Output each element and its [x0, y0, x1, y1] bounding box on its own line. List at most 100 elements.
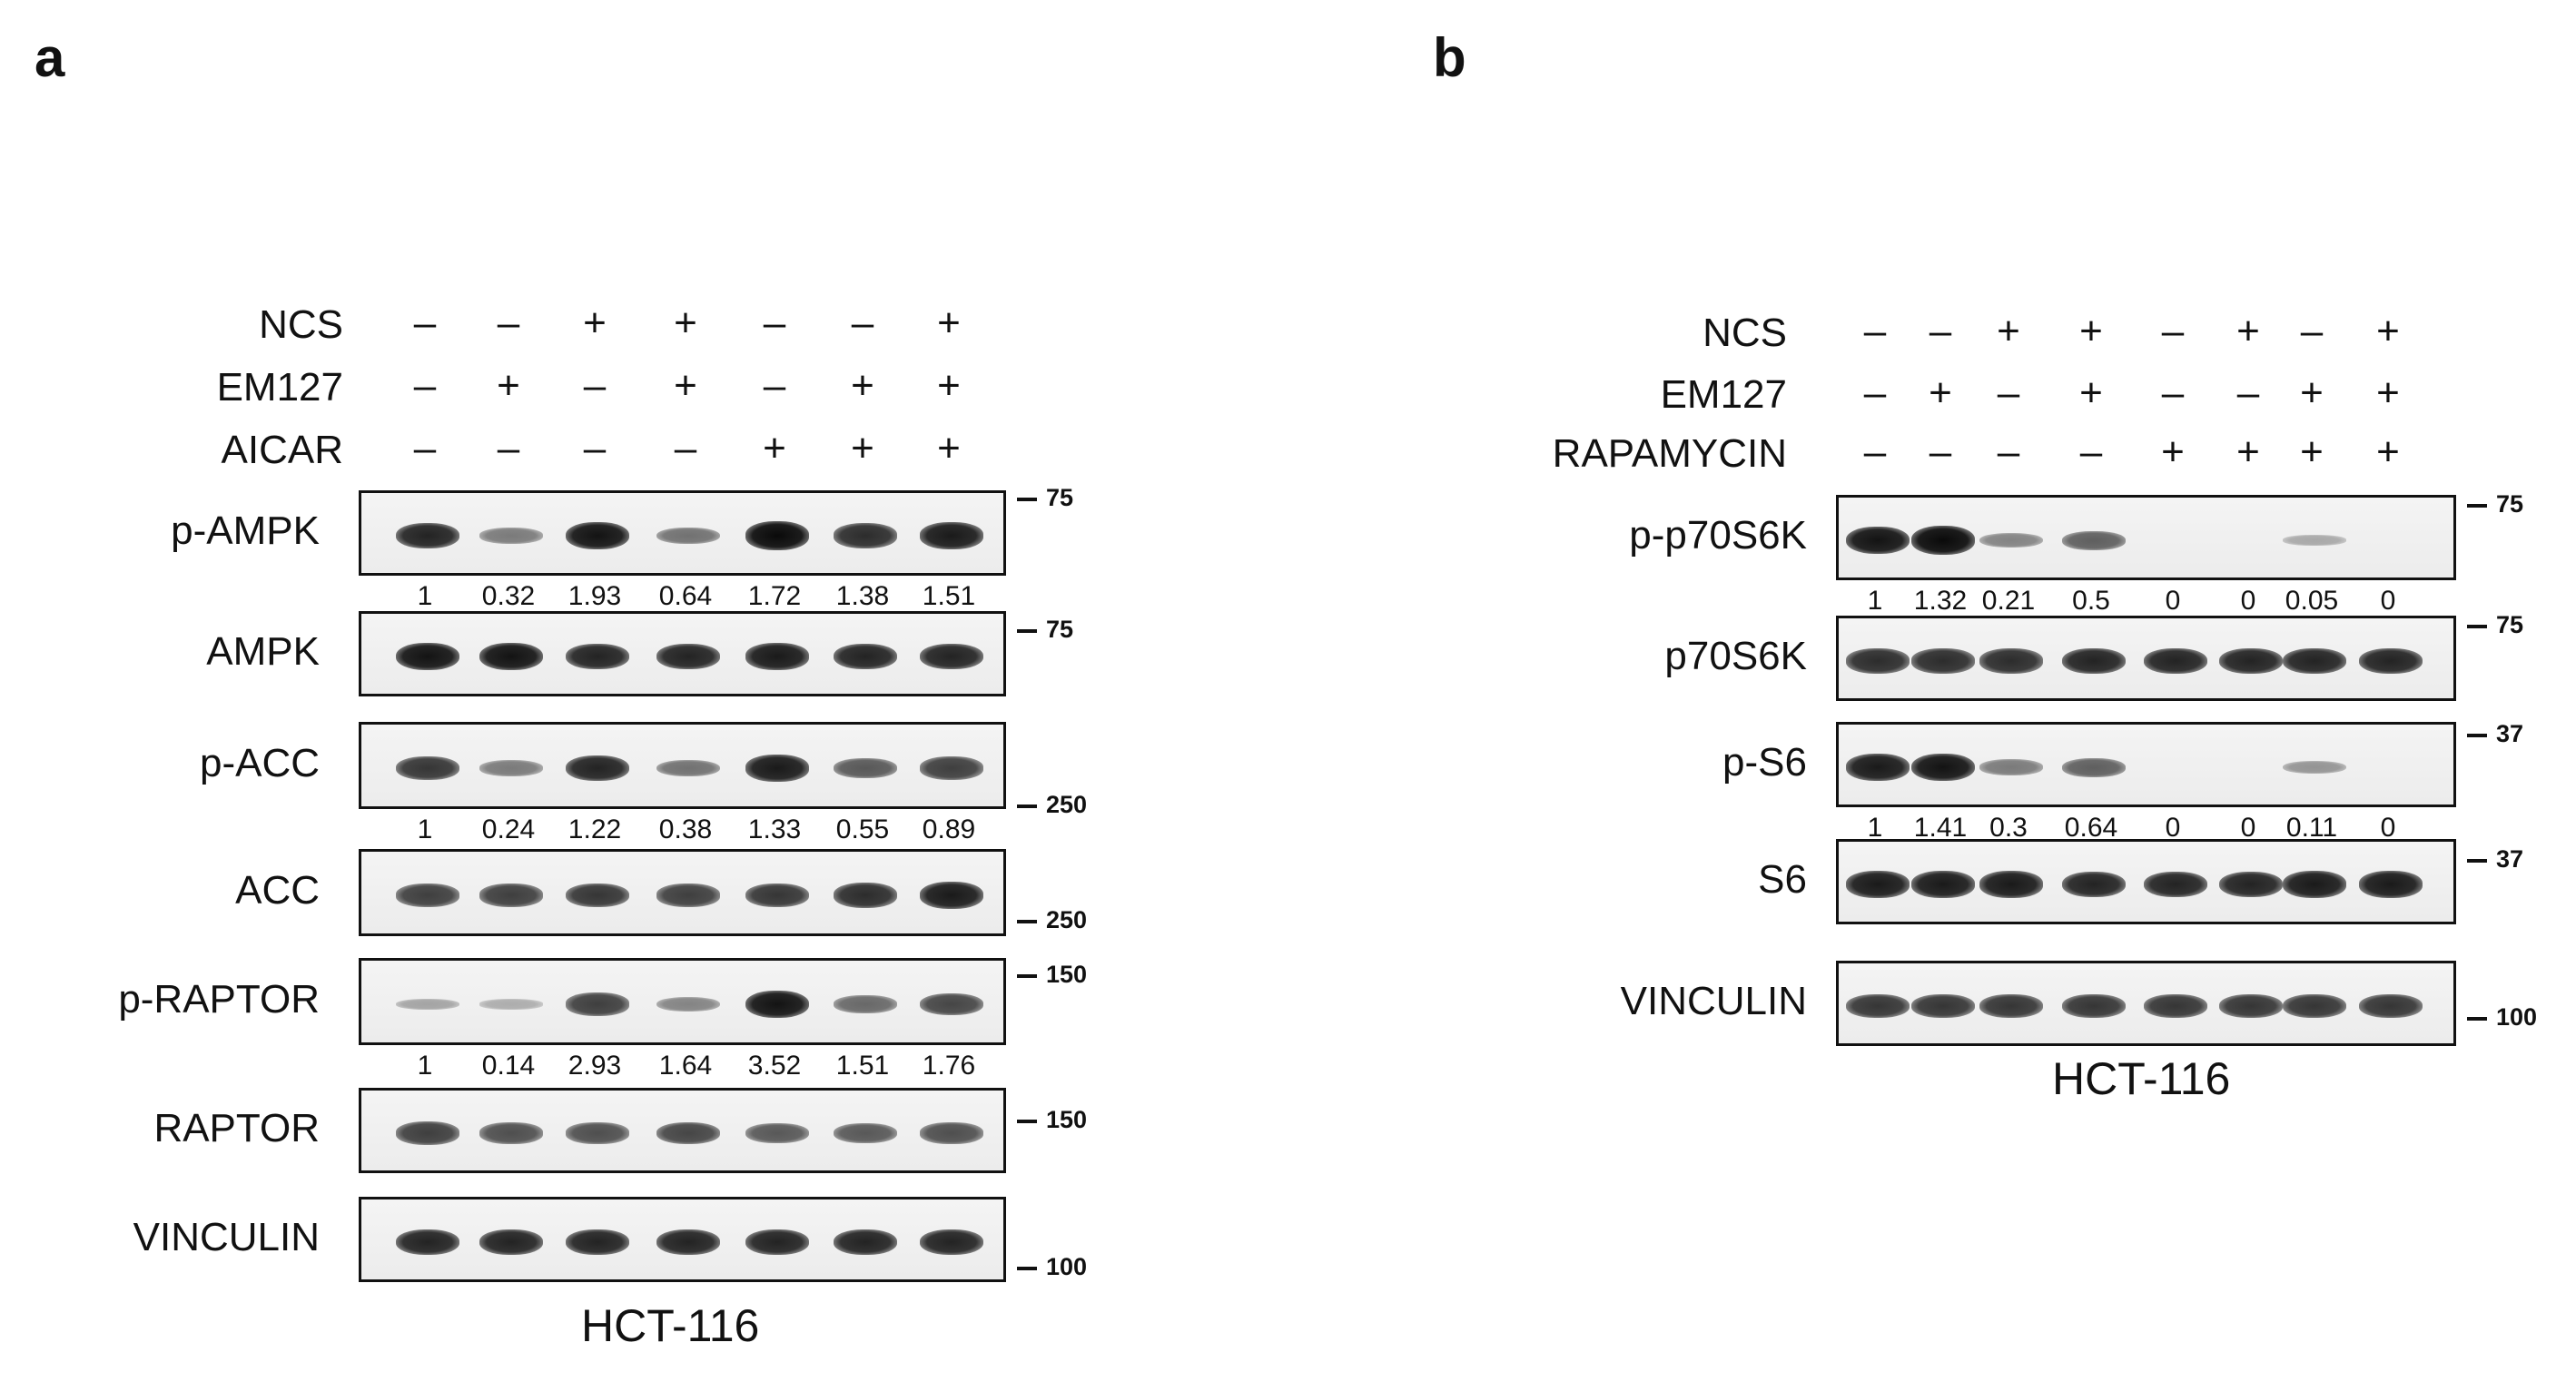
panel-a-treatment-symbol: +: [497, 363, 520, 408]
western-blot-band: [396, 642, 459, 671]
western-blot-band: [396, 1121, 459, 1145]
quantification-value: 1.76: [922, 1051, 976, 1081]
western-blot-band: [656, 996, 720, 1012]
panel-a-treatment-label: EM127: [216, 365, 343, 410]
molecular-weight-label: 75: [1046, 616, 1074, 643]
panel-a-treatment-symbol: +: [583, 301, 607, 345]
quantification-value: 0.38: [658, 814, 713, 844]
western-blot-band: [656, 643, 720, 670]
panel-a-treatment-symbol: +: [674, 363, 697, 408]
panel-a-treatment-symbol: –: [674, 426, 697, 470]
western-blot-band: [566, 521, 629, 550]
western-blot-band: [920, 1122, 983, 1144]
molecular-weight-label: 37: [2496, 720, 2524, 747]
quantification-value: 0.64: [2064, 813, 2118, 843]
western-blot-band: [834, 757, 897, 779]
western-blot-band: [2144, 647, 2207, 675]
panel-b-treatment-symbol: –: [1863, 429, 1887, 474]
western-blot-band: [745, 643, 809, 670]
panel-b-treatment-symbol: –: [1997, 370, 2020, 415]
western-blot-band: [566, 755, 629, 782]
quantification-value: 0: [2240, 586, 2256, 616]
quantification-value: 0.55: [835, 814, 890, 844]
western-blot-band: [2283, 993, 2346, 1019]
panel-b-cell-line: HCT-116: [2052, 1053, 2231, 1104]
western-blot-band: [1911, 526, 1975, 555]
western-blot-band: [1846, 526, 1910, 555]
western-blot-band: [396, 522, 459, 549]
western-blot-band: [656, 759, 720, 777]
panel-b-treatment-symbol: –: [1929, 309, 1952, 353]
quantification-value: 1.51: [835, 1051, 890, 1081]
quantification-value: 0.14: [481, 1051, 536, 1081]
western-blot-band: [566, 883, 629, 908]
western-blot-band: [396, 998, 459, 1011]
molecular-weight-label: 150: [1046, 961, 1088, 988]
western-blot-band: [2359, 993, 2423, 1019]
panel-b-treatment-symbol: –: [1997, 429, 2020, 474]
molecular-weight-tick: [1017, 920, 1037, 923]
panel-b-treatment-symbol: –: [2236, 370, 2260, 415]
western-blot-band: [396, 883, 459, 907]
western-blot-band: [920, 992, 983, 1016]
quantification-value: 0.32: [481, 581, 536, 611]
quantification-value: 0.05: [2285, 586, 2339, 616]
panel-b-treatment-symbol: +: [2236, 429, 2260, 474]
molecular-weight-tick: [1017, 629, 1037, 633]
molecular-weight-label: 250: [1046, 906, 1088, 933]
molecular-weight-label: 37: [2496, 845, 2524, 873]
western-blot-band: [1911, 871, 1975, 898]
quantification-value: 1.93: [568, 581, 622, 611]
western-blot-band: [2219, 871, 2283, 898]
western-blot-band: [1846, 754, 1910, 781]
panel-a-treatment-symbol: –: [497, 301, 520, 345]
quantification-value: 1: [417, 1051, 433, 1081]
panel-b-blot-label: p-S6: [1722, 740, 1807, 785]
western-blot-band: [479, 642, 543, 671]
panel-b-treatment-symbol: +: [2376, 429, 2400, 474]
panel-a-treatment-symbol: –: [413, 363, 437, 408]
panel-b-treatment-symbol: +: [2300, 370, 2324, 415]
panel-b-blot-label: p-p70S6K: [1629, 513, 1807, 558]
molecular-weight-label: 250: [1046, 791, 1088, 818]
panel-a-treatment-symbol: –: [763, 363, 786, 408]
western-blot-band: [834, 883, 897, 908]
western-blot-band: [566, 1229, 629, 1256]
quantification-value: 0: [2165, 813, 2181, 843]
western-blot-band: [2283, 871, 2346, 898]
molecular-weight-label: 75: [1046, 484, 1074, 511]
western-blot-band: [1979, 993, 2043, 1019]
panel-b-treatment-symbol: +: [2300, 429, 2324, 474]
western-blot-band: [2062, 757, 2126, 777]
quantification-value: 1.22: [568, 814, 622, 844]
panel-b-treatment-symbol: +: [2376, 309, 2400, 353]
western-blot-band: [834, 643, 897, 670]
quantification-value: 0.11: [2285, 813, 2338, 843]
western-blot-band: [1846, 648, 1910, 674]
quantification-value: 1.51: [922, 581, 976, 611]
panel-b-blot-image: [1836, 495, 2456, 580]
quantification-value: 0: [2380, 813, 2396, 843]
panel-b-treatment-symbol: –: [1863, 370, 1887, 415]
western-blot-band: [479, 999, 543, 1010]
panel-a-treatment-symbol: –: [497, 426, 520, 470]
western-blot-band: [1979, 871, 2043, 898]
western-blot-band: [834, 995, 897, 1013]
panel-b-treatment-label: RAPAMYCIN: [1552, 431, 1787, 476]
molecular-weight-tick: [2467, 734, 2487, 737]
panel-a-treatment-symbol: +: [937, 363, 961, 408]
western-blot-band: [396, 755, 459, 781]
panel-b-treatment-symbol: +: [2236, 309, 2260, 353]
molecular-weight-tick: [1017, 1120, 1037, 1123]
western-blot-band: [1979, 648, 2043, 674]
western-blot-band: [920, 1229, 983, 1256]
quantification-value: 1: [1867, 813, 1883, 843]
panel-a-blot-image: [359, 722, 1006, 809]
panel-a-blot-label: ACC: [235, 868, 320, 913]
molecular-weight-tick: [1017, 1267, 1037, 1270]
molecular-weight-tick: [1017, 498, 1037, 501]
western-blot-band: [566, 992, 629, 1016]
western-blot-band: [834, 1122, 897, 1144]
western-blot-band: [479, 528, 543, 544]
panel-b-treatment-symbol: +: [2161, 429, 2185, 474]
